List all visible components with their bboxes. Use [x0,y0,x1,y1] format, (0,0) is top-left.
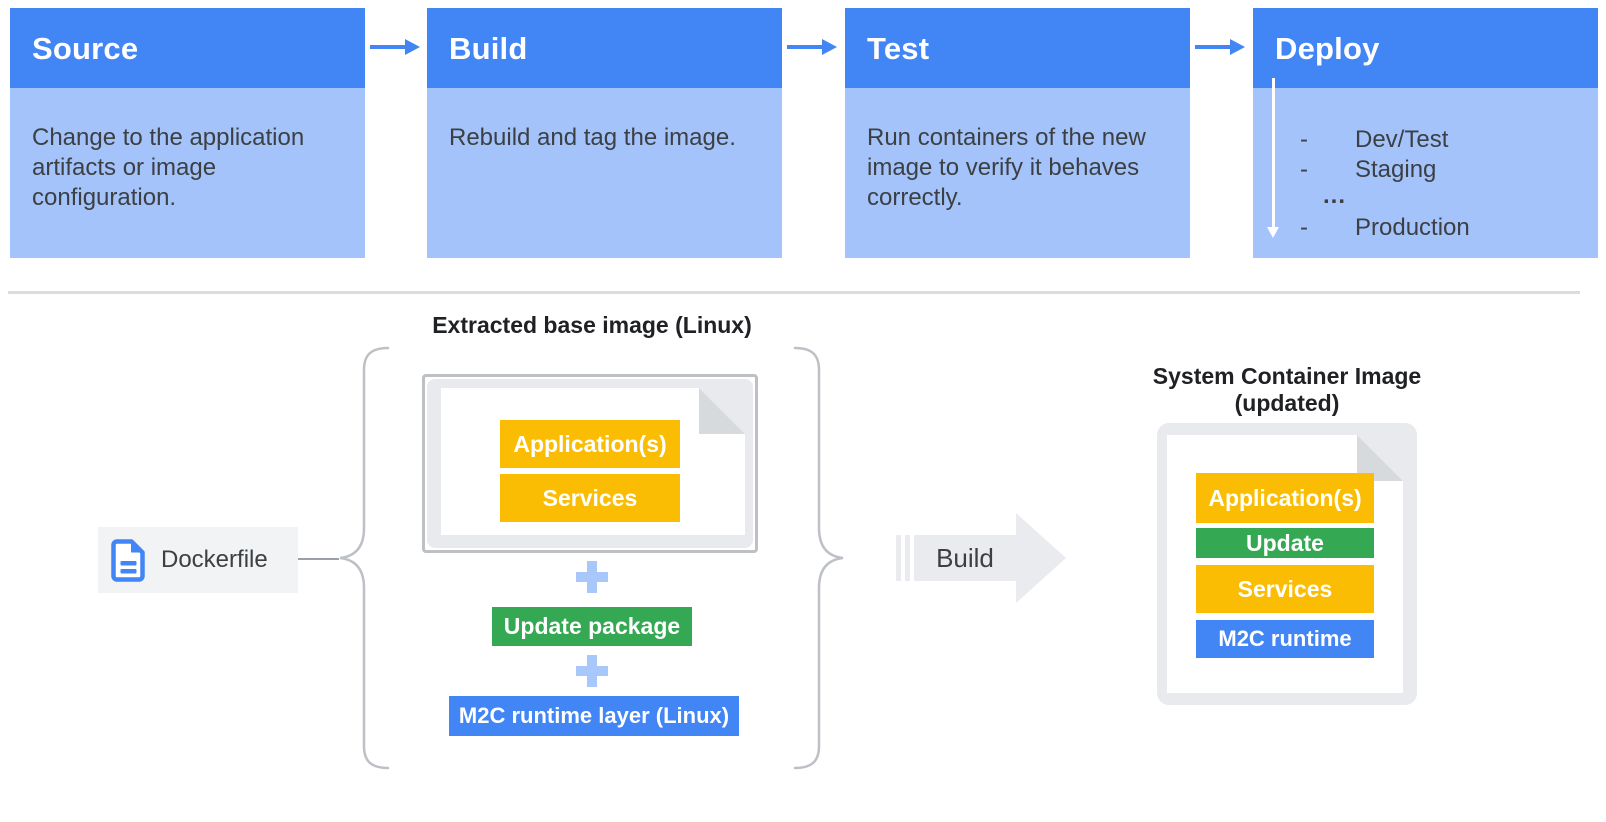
stage-test: Test Run containers of the new image to … [845,8,1190,258]
deploy-target-row-ellipsis: ... [1253,182,1598,211]
stage-deploy: Deploy - Dev/Test - Staging ... [1253,8,1598,258]
stage-source-description: Change to the application artifacts or i… [32,124,305,211]
folded-corner-icon [699,388,745,434]
stage-source-body: Change to the application artifacts or i… [10,88,365,258]
build-arrow-label: Build [936,543,994,573]
stage-source-header: Source [10,8,365,88]
update-package-bar: Update package [492,607,692,646]
left-brace-icon [339,346,390,770]
base-image-document: Application(s) Services [427,379,753,548]
stage-build-body: Rebuild and tag the image. [427,88,782,258]
dockerfile-connector-line [298,558,339,560]
plus-icon [576,655,608,687]
plus-icon [576,561,608,593]
bullet-dash: - [1300,214,1308,241]
deploy-ellipsis-label: ... [1323,182,1347,209]
stage-test-header: Test [845,8,1190,88]
stage-build-description: Rebuild and tag the image. [449,124,736,151]
system-container-image-document: Application(s) Update Services M2C runti… [1157,423,1417,705]
system-container-image-title: System Container Image (updated) [1152,363,1422,416]
build-arrow-icon [896,513,1066,603]
deploy-target-list: - Dev/Test - Staging ... - Production [1253,88,1598,243]
deploy-target-label: Production [1355,214,1470,241]
arrow-down-head [1267,227,1279,238]
stage-test-body: Run containers of the new image to verif… [845,88,1190,258]
stage-test-title: Test [867,31,930,66]
stage-test-description: Run containers of the new image to verif… [867,124,1146,211]
right-brace-icon [793,346,844,770]
document-icon [111,538,145,582]
stage-deploy-title: Deploy [1275,31,1380,66]
layer-bar-services: Services [1196,565,1374,613]
dockerfile-chip: Dockerfile [98,527,298,593]
bullet-dash: - [1300,156,1308,183]
deploy-target-row: - Staging [1253,155,1598,185]
arrow-right-icon [370,39,420,55]
deploy-target-label: Staging [1355,156,1437,183]
m2c-runtime-layer-bar: M2C runtime layer (Linux) [449,696,739,736]
stage-build-title: Build [449,31,528,66]
arrow-down-line [1272,78,1275,227]
layer-bar-services: Services [500,474,680,522]
stage-deploy-body: - Dev/Test - Staging ... - Production [1253,78,1598,258]
arrow-right-icon [787,39,837,55]
stage-source: Source Change to the application artifac… [10,8,365,258]
layer-bar-update: Update [1196,528,1374,558]
layer-bar-m2c-runtime: M2C runtime [1196,620,1374,658]
layer-bar-applications: Application(s) [1196,473,1374,523]
stage-deploy-header: Deploy [1253,8,1598,88]
deploy-target-row: - Dev/Test [1253,125,1598,155]
layer-bar-applications: Application(s) [500,420,680,468]
stage-source-title: Source [32,31,139,66]
arrow-right-icon [1195,39,1245,55]
deploy-target-row: - Production [1253,213,1598,243]
bullet-empty [1300,185,1314,211]
stage-build: Build Rebuild and tag the image. [427,8,782,258]
arrow-down-icon [1267,78,1279,238]
base-image-selection-box: Application(s) Services [422,374,758,553]
folded-corner-icon [1357,435,1403,481]
deploy-target-label: Dev/Test [1355,126,1449,153]
section-divider [8,291,1580,294]
dockerfile-label: Dockerfile [161,546,268,573]
extracted-base-image-title: Extracted base image (Linux) [432,312,752,338]
bullet-dash: - [1300,126,1308,153]
stage-build-header: Build [427,8,782,88]
